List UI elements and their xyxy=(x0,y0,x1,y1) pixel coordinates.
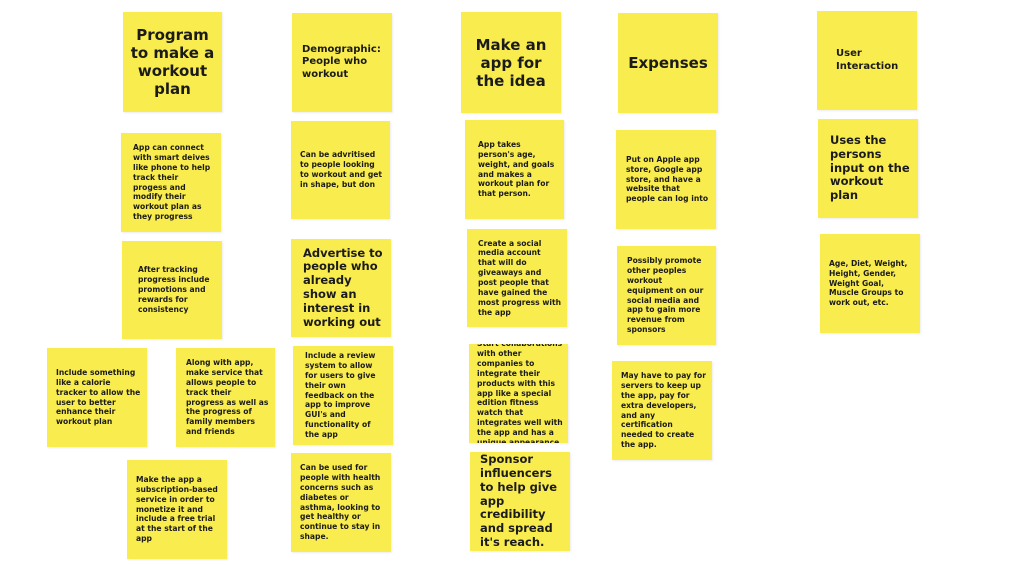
note-text: Demographic: People who workout xyxy=(302,43,381,80)
sticky-note[interactable]: Age, Diet, Weight, Height, Gender, Weigh… xyxy=(820,234,920,333)
sticky-note[interactable]: Create a social media account that will … xyxy=(467,229,567,327)
note-text: Put on Apple app store, Google app store… xyxy=(626,154,709,204)
note-text: App takes person's age, weight, and goal… xyxy=(478,139,555,199)
sticky-note[interactable]: After tracking progress include promotio… xyxy=(122,241,222,339)
note-text: Along with app, make service that allows… xyxy=(186,358,269,437)
note-text: Possibly promote other peoples workout e… xyxy=(627,256,704,335)
note-text: Program to make a workout plan xyxy=(130,26,215,98)
note-text: User Interaction xyxy=(836,48,899,72)
sticky-note-header-program[interactable]: Program to make a workout plan xyxy=(123,12,222,112)
sticky-note[interactable]: Possibly promote other peoples workout e… xyxy=(617,246,716,345)
sticky-note[interactable]: Along with app, make service that allows… xyxy=(176,348,275,447)
note-text: Can be used for people with health conce… xyxy=(300,463,381,542)
sticky-note[interactable]: Uses the persons input on the workout pl… xyxy=(818,119,918,218)
sticky-note[interactable]: Can be advritised to people looking to w… xyxy=(291,121,390,219)
sticky-note[interactable]: Put on Apple app store, Google app store… xyxy=(616,130,716,229)
note-text: Include a review system to allow for use… xyxy=(305,351,376,440)
sticky-note[interactable]: Make the app a subscription-based servic… xyxy=(127,460,227,559)
sticky-note[interactable]: Include something like a calorie tracker… xyxy=(47,348,147,447)
sticky-note[interactable]: Start collaborations with other companie… xyxy=(469,344,568,443)
note-text: Include something like a calorie tracker… xyxy=(56,367,141,427)
note-text: Sponsor influencers to help give app cre… xyxy=(480,452,558,549)
sticky-note-header-user-interaction[interactable]: User Interaction xyxy=(817,11,917,110)
note-text: Make an app for the idea xyxy=(475,35,547,90)
note-text: App can connect with smart deives like p… xyxy=(133,143,211,222)
note-text: Advertise to people who already show an … xyxy=(303,245,383,329)
sticky-note[interactable]: Include a review system to allow for use… xyxy=(293,346,393,445)
note-text: May have to pay for servers to keep up t… xyxy=(621,371,706,450)
note-text: Age, Diet, Weight, Height, Gender, Weigh… xyxy=(829,258,908,308)
sticky-note[interactable]: May have to pay for servers to keep up t… xyxy=(612,361,712,460)
sticky-note[interactable]: Advertise to people who already show an … xyxy=(291,239,391,337)
sticky-note[interactable]: Sponsor influencers to help give app cre… xyxy=(470,452,570,551)
note-text: Uses the persons input on the workout pl… xyxy=(830,133,910,203)
note-text: After tracking progress include promotio… xyxy=(138,265,210,314)
sticky-note-header-expenses[interactable]: Expenses xyxy=(618,13,718,113)
sticky-note[interactable]: Can be used for people with health conce… xyxy=(291,453,391,552)
sticky-note[interactable]: App can connect with smart deives like p… xyxy=(121,133,221,232)
sticky-note-header-demographic[interactable]: Demographic: People who workout xyxy=(292,13,392,112)
note-text: Start collaborations with other companie… xyxy=(477,344,563,443)
note-text: Make the app a subscription-based servic… xyxy=(136,474,218,544)
note-text: Expenses xyxy=(628,54,708,72)
sticky-note[interactable]: App takes person's age, weight, and goal… xyxy=(465,120,564,219)
sticky-note-header-make-app[interactable]: Make an app for the idea xyxy=(461,12,561,113)
note-text: Create a social media account that will … xyxy=(478,238,561,317)
note-text: Can be advritised to people looking to w… xyxy=(300,150,383,189)
